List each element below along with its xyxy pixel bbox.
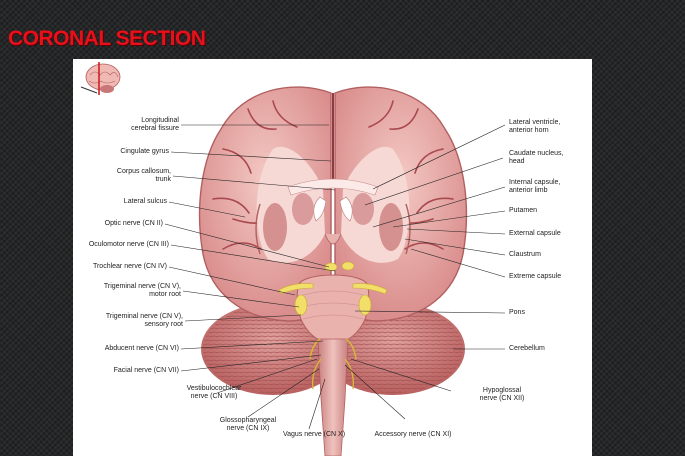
label-trigeminal-sensory: Trigeminal nerve (CN V), sensory root [105,313,183,328]
label-putamen: Putamen [509,207,538,214]
brainstem [296,274,370,456]
leader-lines [164,124,506,430]
label-abducent-nerve: Abducent nerve (CN VI) [104,345,179,352]
label-cingulate-gyrus: Cingulate gyrus [120,148,169,155]
slide-title: CORONAL SECTION [8,27,206,50]
cerebrum [198,86,468,322]
label-oculomotor-nerve: Oculomotor nerve (CN III) [88,241,169,248]
label-trigeminal-motor: Trigeminal nerve (CN V), motor root [103,283,181,298]
brain-orientation-icon [77,61,123,101]
label-pons: Pons [509,309,525,316]
label-longitudinal-fissure: Longitudinal cerebral fissure [131,117,179,132]
label-internal-capsule: Internal capsule, anterior limb [509,179,561,194]
label-corpus-callosum: Corpus callosum, trunk [116,168,171,183]
label-extreme-capsule: Extreme capsule [509,273,562,280]
brain-diagram [77,61,506,456]
label-claustrum: Claustrum [509,251,541,258]
label-accessory-nerve: Accessory nerve (CN XI) [374,431,452,438]
label-facial-nerve: Facial nerve (CN VII) [113,367,179,374]
cranial-nerves [278,261,388,390]
label-lateral-ventricle: Lateral ventricle, anterior horn [509,119,561,134]
label-optic-nerve: Optic nerve (CN II) [104,220,163,227]
figure-panel: Longitudinal cerebral fissure Cingulate … [73,59,592,456]
label-vagus-nerve: Vagus nerve (CN X) [282,431,346,438]
label-glossopharyngeal-nerve: Glossopharyngeal nerve (CN IX) [219,417,277,432]
label-trochlear-nerve: Trochlear nerve (CN IV) [92,263,167,270]
label-caudate-nucleus: Caudate nucleus, head [509,150,564,165]
label-lateral-sulcus: Lateral sulcus [123,198,167,205]
label-external-capsule: External capsule [509,230,561,237]
label-hypoglossal-nerve: Hypoglossal nerve (CN XII) [479,387,525,402]
label-vestibulocochlear-nerve: Vestibulocochlear nerve (CN VIII) [186,385,242,400]
label-cerebellum: Cerebellum [509,345,545,352]
